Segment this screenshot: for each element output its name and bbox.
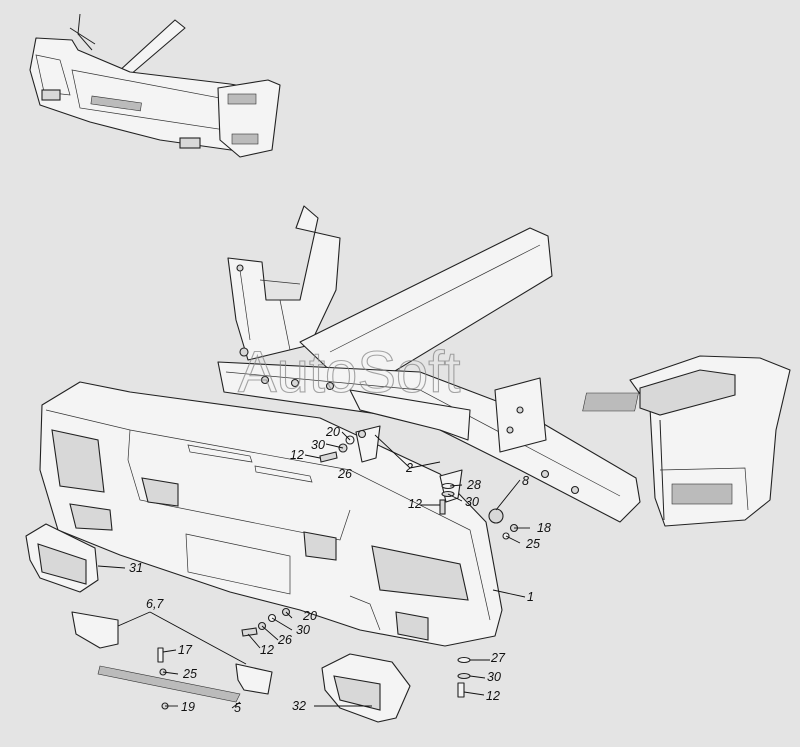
callout-1: 1	[527, 590, 534, 604]
callout-20-a: 20	[325, 425, 340, 439]
callout-31: 31	[129, 561, 143, 575]
callout-12-c: 12	[260, 643, 274, 657]
callout-20-b: 20	[302, 609, 317, 623]
callout-18: 18	[537, 521, 551, 535]
callout-6-7: 6,7	[146, 597, 164, 611]
callout-8: 8	[522, 474, 529, 488]
callout-30-d: 30	[487, 670, 501, 684]
callout-30-c: 30	[296, 623, 310, 637]
callout-2: 2	[405, 461, 413, 475]
bumper-part-1	[39, 381, 503, 647]
overview-assembly	[29, 13, 281, 158]
cover-part-6-7	[71, 611, 273, 695]
leader-lines	[97, 431, 530, 709]
callout-30-a: 30	[311, 438, 325, 452]
callout-26-b: 26	[277, 633, 292, 647]
callout-12-d: 12	[486, 689, 500, 703]
callout-25-a: 25	[525, 537, 540, 551]
watermark: AutoSoft	[238, 340, 460, 405]
fog-lamp-part-31	[25, 523, 99, 593]
callout-17: 17	[178, 643, 193, 657]
callout-12-a: 12	[290, 448, 304, 462]
grille-plate-part-5	[97, 665, 241, 703]
callout-labels: 1 2 5 6,7 8 12 12 12 12 17 18 19 20 20 2…	[129, 425, 551, 715]
callout-28: 28	[466, 478, 481, 492]
callout-19: 19	[181, 700, 195, 714]
callout-5: 5	[234, 701, 241, 715]
fog-lamp-part-32	[321, 653, 411, 723]
callout-27: 27	[490, 651, 506, 665]
callout-26-a: 26	[337, 467, 352, 481]
frame-crossmember	[217, 205, 641, 523]
callout-30-b: 30	[465, 495, 479, 509]
callout-12-b: 12	[408, 497, 422, 511]
right-step-fender	[582, 355, 791, 527]
callout-32: 32	[292, 699, 306, 713]
callout-25-b: 25	[182, 667, 197, 681]
